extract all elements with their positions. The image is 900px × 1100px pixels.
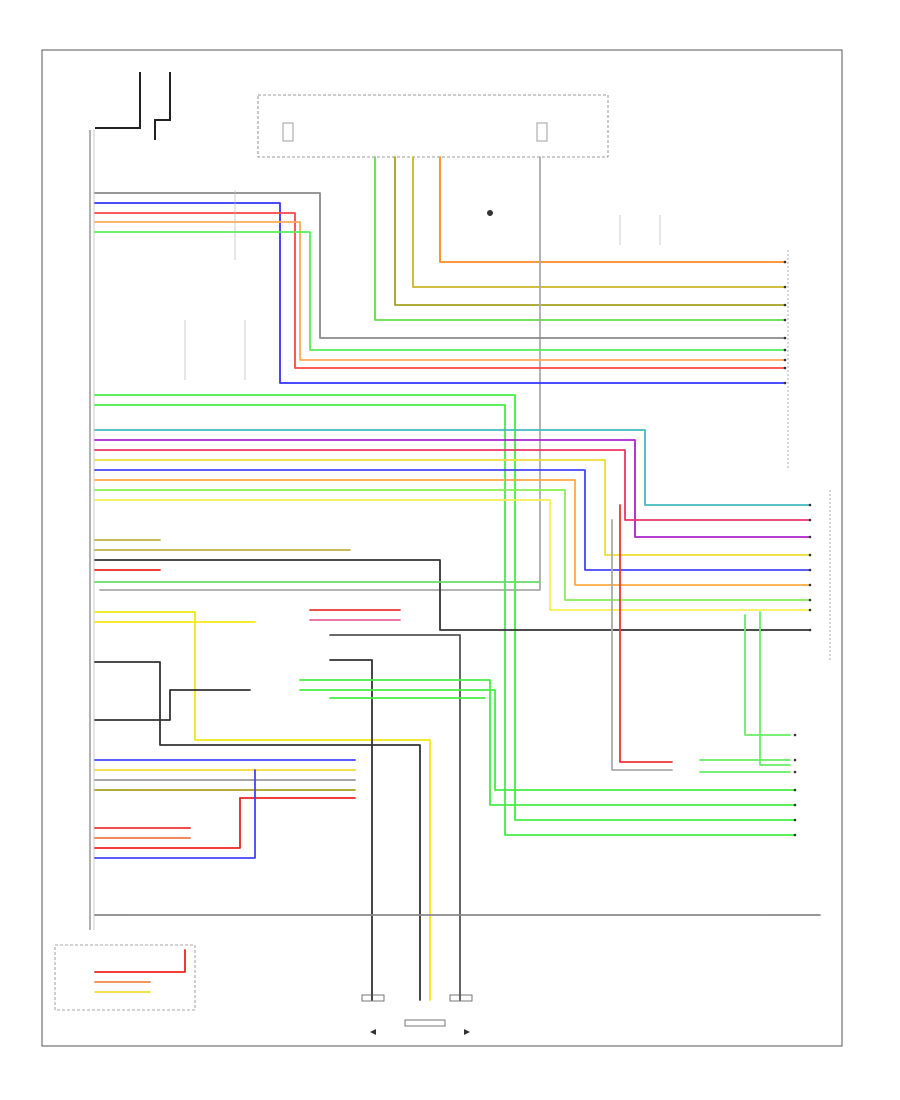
wire-yellow-3 (94, 611, 431, 1001)
wire-green-1 (374, 156, 786, 321)
wire-green-10 (744, 614, 791, 736)
wire-green-4 (94, 404, 796, 836)
wires (94, 156, 821, 1001)
wire-orange-3 (94, 479, 811, 586)
pin-guide-lines (184, 190, 661, 380)
wire-black-2 (94, 661, 421, 1001)
wire-red-5 (619, 504, 673, 763)
wire-red-1 (94, 212, 786, 369)
ground-symbol (487, 210, 493, 216)
bottom-connectors (361, 994, 473, 1027)
antenna-connections (95, 72, 171, 140)
wire-green-7 (299, 679, 796, 806)
wire-green-3 (94, 394, 796, 821)
wire-gray-3 (611, 519, 673, 771)
wire-blue-4 (94, 769, 256, 859)
wire-orange-2 (94, 221, 786, 361)
wire-teal-1 (94, 429, 811, 506)
right-pin-markers (783, 260, 812, 837)
module-fuses (282, 122, 548, 142)
wire-green-5 (94, 489, 811, 601)
wire-green-8 (299, 689, 796, 791)
wire-gray-1 (99, 156, 541, 591)
wire-yellow-2 (94, 499, 811, 611)
wire-black-5 (329, 634, 461, 1001)
bottom-arrows (370, 1029, 470, 1035)
wire-blue-1 (94, 202, 786, 384)
lower-left-module-box (54, 944, 196, 1011)
diagram-frame (41, 49, 843, 1047)
wire-olive-1 (394, 156, 786, 306)
wire-gray-2 (94, 192, 786, 339)
wire-red-9 (94, 949, 186, 973)
wire-black-3 (329, 659, 373, 1001)
main-module-box (257, 94, 609, 158)
wire-orange-1 (439, 156, 786, 263)
wire-yellow-1 (94, 459, 811, 556)
wire-green-2 (94, 231, 786, 351)
wire-green-11 (759, 611, 791, 766)
wire-red-8 (94, 797, 241, 849)
wire-black-1 (94, 559, 811, 631)
wire-olive-2 (412, 156, 786, 288)
wire-purple-1 (94, 439, 811, 538)
wire-red-2 (94, 449, 811, 521)
wire-blue-2 (94, 469, 811, 571)
wire-black-4 (94, 689, 251, 721)
